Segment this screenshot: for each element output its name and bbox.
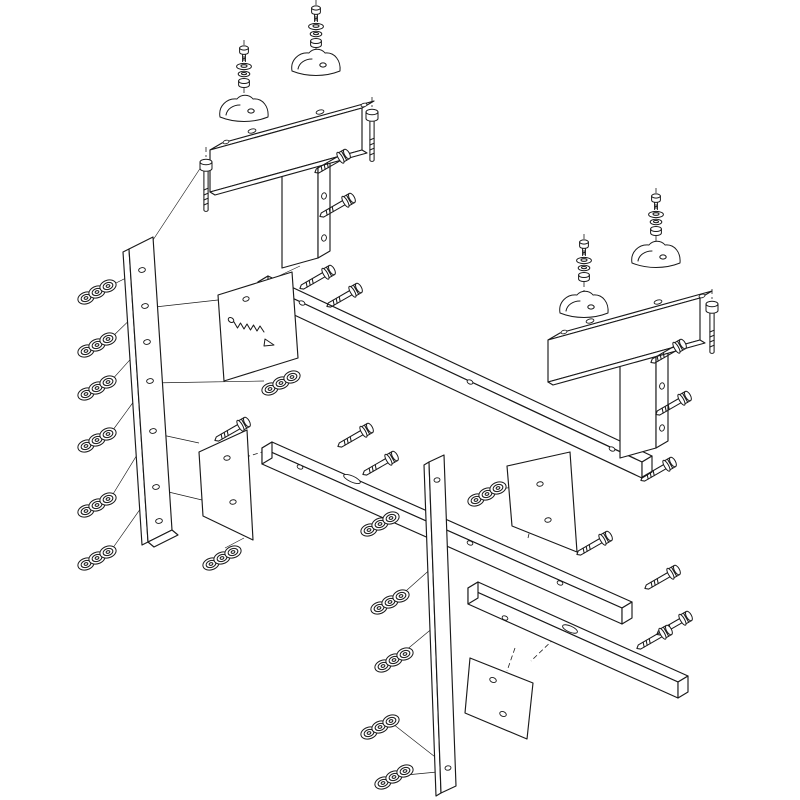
gusset-hole	[544, 517, 552, 523]
rail-bottom-flange	[147, 529, 179, 548]
latch-plate-face	[217, 271, 299, 382]
hex-bolt	[296, 262, 338, 295]
lower-crossmember	[467, 581, 689, 699]
lower-crossmember-end	[467, 581, 479, 605]
latch-plate-hole	[242, 296, 250, 302]
rail-hole	[149, 428, 157, 434]
post-hole	[321, 192, 327, 200]
channel-hole	[360, 102, 368, 108]
lower-crossmember-end	[677, 675, 689, 699]
channel-hole	[247, 128, 257, 134]
post-hole	[659, 382, 665, 390]
crossmember-slot	[343, 473, 361, 485]
crossmember-hole	[556, 580, 564, 586]
crossmember-hole	[466, 540, 474, 546]
hex-bolt	[573, 528, 615, 561]
rail-hole	[152, 484, 160, 490]
rail-clamp	[559, 290, 609, 319]
gusset-hole	[223, 455, 231, 461]
rail-clamp	[631, 240, 681, 269]
clamp-bolt-washer-nut-stack	[576, 233, 592, 295]
post-hole	[321, 234, 327, 242]
mid-crossmember-end	[621, 601, 633, 625]
crossmember-hole	[501, 615, 509, 621]
gusset-right	[506, 451, 578, 553]
channel-hole	[560, 329, 568, 335]
mid-crossmember-end	[261, 441, 273, 465]
clamp-bracket-assembly-left	[209, 100, 375, 269]
rail-clamp	[219, 94, 269, 123]
bottom-plate	[464, 657, 534, 740]
hex-bolt	[653, 608, 695, 641]
crossmember-hole	[296, 464, 304, 470]
gusset-left-face	[198, 429, 254, 541]
rail-hole	[155, 518, 163, 524]
post-hole	[659, 424, 665, 432]
gusset-left	[198, 429, 254, 541]
channel-hole	[315, 109, 325, 115]
rail-hole	[143, 339, 151, 345]
gusset-right-face	[506, 451, 578, 553]
bottom-plate-face	[464, 657, 534, 740]
clamp-bolt-washer-nut-stack	[236, 39, 252, 101]
spring-pin-tip	[263, 338, 275, 347]
rail-hole	[141, 303, 149, 309]
channel-flange	[209, 149, 368, 196]
center-bar-front	[428, 454, 457, 794]
gusset-hole	[536, 481, 544, 487]
channel-hole	[698, 293, 706, 299]
spring-coil	[233, 321, 265, 333]
rail-hole	[146, 378, 154, 384]
hex-bolt	[334, 420, 376, 453]
channel-hole	[585, 318, 595, 324]
clamp-bolt-washer-nut-stack	[648, 187, 664, 249]
hex-bolt	[633, 622, 675, 655]
channel-hole	[653, 299, 663, 305]
center-support-bar	[423, 454, 457, 797]
crossmember-hole	[608, 446, 616, 452]
hex-bolt	[359, 448, 401, 481]
crossmember-slot	[562, 624, 578, 634]
center-bar-hole	[444, 765, 452, 771]
carriage-bolt	[365, 96, 379, 162]
hex-bolt	[323, 280, 365, 313]
bottom-plate-hole	[499, 710, 507, 718]
latch-plate	[217, 271, 299, 382]
spring-pin-head	[227, 317, 235, 323]
hex-bolt	[641, 562, 683, 595]
gusset-hole	[229, 499, 237, 505]
upper-crossmember	[257, 275, 653, 479]
bottom-plate-hole	[489, 676, 497, 684]
crossmember-hole	[298, 300, 306, 306]
side-rail-left	[122, 236, 179, 548]
channel-hole	[222, 139, 230, 145]
center-bar-hole	[433, 477, 441, 483]
rail-hole	[138, 267, 146, 273]
crossmember-hole	[466, 379, 474, 385]
carriage-bolt	[705, 288, 719, 354]
rail-clamp	[291, 48, 341, 77]
